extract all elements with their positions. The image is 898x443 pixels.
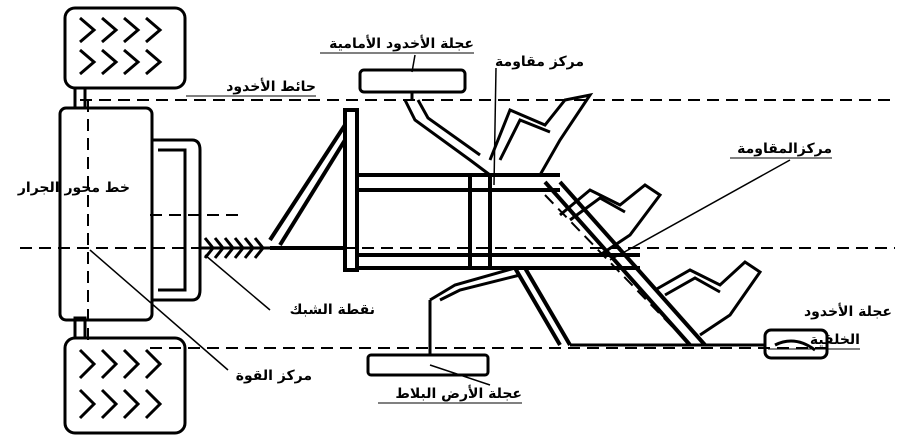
plow-bottoms [488, 92, 763, 337]
label-underlines [186, 52, 860, 404]
tractor-top-tire [63, 6, 187, 90]
label-hitch-point: نقطة الشبك [290, 302, 375, 318]
label-furrow-wall: حائط الأخدود [226, 78, 316, 95]
label-resistance-center-top: مركز مقاومة [495, 54, 584, 70]
label-power-center: مركز القوة [236, 368, 312, 384]
plow-frame [268, 108, 707, 347]
tractor-body [58, 86, 270, 340]
label-rear-furrow-wheel-2: الخلفية [810, 332, 860, 348]
label-land-wheel: عجلة الأرض البلاط [395, 385, 522, 402]
label-rear-furrow-wheel-1: عجلة الأخدود [804, 303, 892, 320]
rear-furrow-wheel [570, 328, 829, 360]
tractor-bottom-tire [63, 336, 187, 435]
land-wheel [366, 266, 521, 377]
label-front-furrow-wheel: عجلة الأخدود الأمامية [329, 35, 474, 52]
label-resistance-center-right: مركزالمقاومة [737, 141, 832, 157]
front-furrow-wheel [358, 68, 491, 177]
labels: عجلة الأخدود الأمامية مركز مقاومة حائط ا… [17, 35, 892, 402]
leader-lines [89, 54, 791, 386]
label-tractor-axis-line: خط محور الجرار [17, 180, 130, 196]
